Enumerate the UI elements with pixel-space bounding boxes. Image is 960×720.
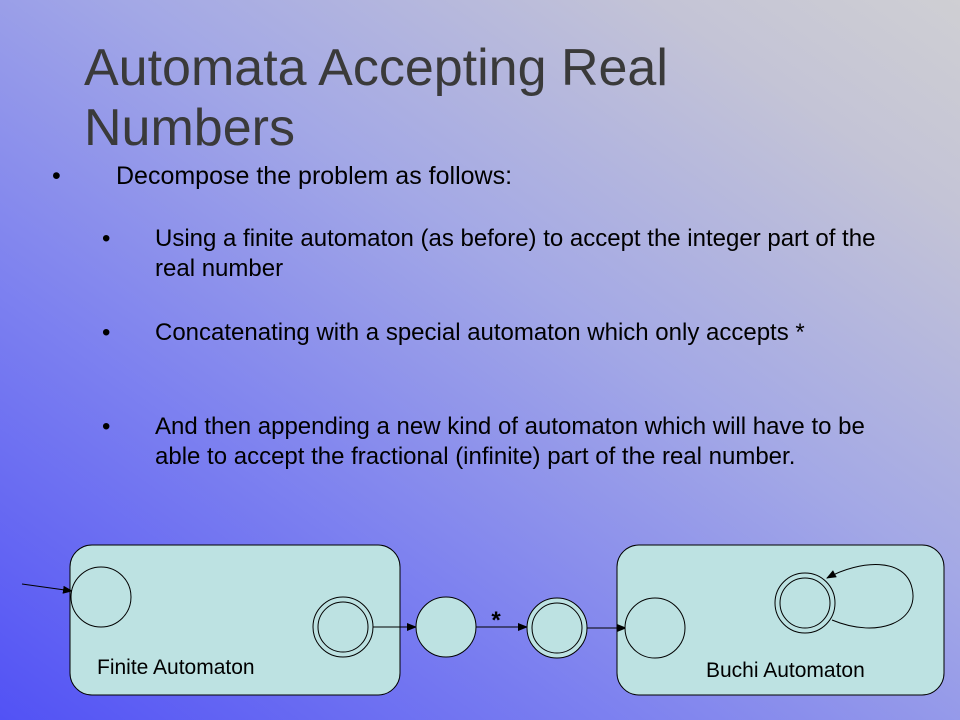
slide-title: Automata Accepting Real Numbers: [84, 39, 668, 157]
sub-bullet-text: Using a finite automaton (as before) to …: [155, 225, 876, 282]
finite-accepting-state-inner: [317, 601, 369, 653]
star-accepting-state: [526, 597, 588, 659]
bullet-marker: •: [102, 225, 111, 252]
finite-automaton-box: [69, 544, 401, 696]
buchi-initial-state: [624, 597, 686, 659]
start-arrow: [21, 583, 73, 594]
bullet-marker: •: [102, 319, 111, 346]
sub-bullet-text: Concatenating with a special automaton w…: [155, 319, 805, 346]
star-transition-label: *: [491, 607, 501, 634]
buchi-self-loop: [826, 564, 914, 629]
finite-automaton-label: Finite Automaton: [97, 656, 255, 679]
buchi-automaton-label: Buchi Automaton: [706, 659, 865, 682]
star-initial-state: [415, 596, 477, 658]
bullet-list: • Decompose the problem as follows: • Us…: [52, 162, 876, 470]
main-bullet-text: Decompose the problem as follows:: [116, 162, 513, 190]
finite-accepting-state: [312, 596, 374, 658]
buchi-accepting-state: [774, 572, 836, 634]
sub-bullet-text: And then appending a new kind of automat…: [155, 413, 865, 470]
bullet-marker: •: [52, 162, 61, 190]
bullet-marker: •: [102, 413, 111, 440]
buchi-accepting-state-inner: [779, 577, 831, 629]
star-accepting-state-inner: [531, 602, 583, 654]
finite-initial-state: [70, 566, 132, 628]
